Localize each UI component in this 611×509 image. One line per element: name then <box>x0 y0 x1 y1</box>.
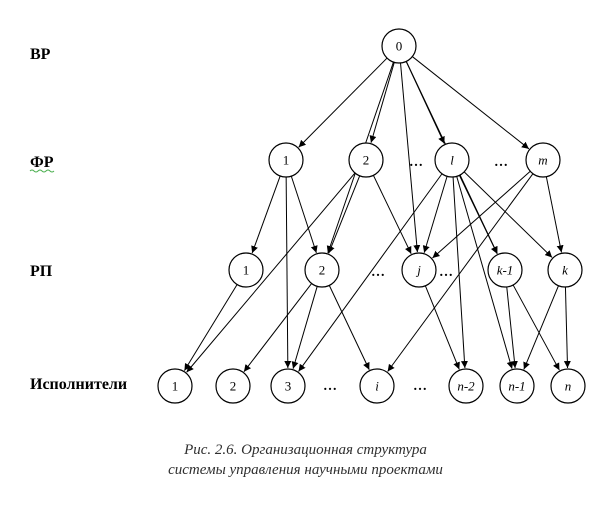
edge-fr_m-to-rp_k <box>545 176 564 253</box>
node-rp_1: 1 <box>228 252 264 288</box>
node-label-ex_3: 3 <box>285 379 292 394</box>
node-label-ex_2: 2 <box>230 379 237 394</box>
edge-rp_k1-to-ex_n1 <box>506 286 518 369</box>
edge-fr_m-to-ex_i <box>387 173 534 372</box>
edge-vr_0-to-fr_1 <box>298 57 388 148</box>
edge-fr_l-to-ex_n1 <box>456 176 514 369</box>
node-label-ex_1: 1 <box>172 379 179 394</box>
node-label-fr_m: m <box>538 153 547 168</box>
node-circle-rp_j <box>401 252 437 288</box>
node-label-rp_k: k <box>562 263 568 278</box>
node-rp_k: k <box>547 252 583 288</box>
ellipsis-fr-2: … <box>494 155 508 170</box>
edge-vr_0-to-rp_j <box>400 62 421 253</box>
node-label-rp_2: 2 <box>319 263 326 278</box>
node-ex_i: i <box>359 368 395 404</box>
edge-rp_k-to-ex_n1 <box>523 285 559 370</box>
ellipsis-rp-2: … <box>439 265 453 280</box>
node-rp_j: j <box>401 252 437 288</box>
node-fr_l: l <box>434 142 470 178</box>
edge-rp_k-to-ex_n <box>563 286 571 369</box>
node-ex_n: n <box>550 368 586 404</box>
node-rp_2: 2 <box>304 252 340 288</box>
edge-rp_j-to-ex_n2 <box>424 285 460 370</box>
edge-fr_l-to-rp_k <box>463 171 553 258</box>
edge-rp_2-to-ex_i <box>328 285 370 370</box>
edge-fr_l-to-rp_k1 <box>458 175 498 255</box>
node-fr_2: 2 <box>348 142 384 178</box>
edge-fr_l-to-rp_j <box>422 176 448 253</box>
node-circle-fr_l <box>434 142 470 178</box>
figure-caption-line-1: Рис. 2.6. Организационная структура <box>184 442 427 458</box>
node-circle-fr_2 <box>348 142 384 178</box>
level-label-vr: ВР <box>30 46 51 63</box>
edge-fr_2-to-rp_j <box>372 175 412 255</box>
edge-fr_l-to-ex_n2 <box>452 176 468 369</box>
edge-fr_2-to-ex_1 <box>186 172 356 373</box>
node-ex_3: 3 <box>270 368 306 404</box>
node-circle-vr_0 <box>381 28 417 64</box>
ellipsis-ex-1: … <box>323 379 337 394</box>
node-ex_n1: n-1 <box>499 368 535 404</box>
edge-fr_1-to-ex_3 <box>284 176 292 369</box>
level-label-ispolniteli: Исполнители <box>30 376 127 393</box>
node-label-ex_n: n <box>565 379 572 394</box>
edges-layer <box>183 56 571 373</box>
node-label-fr_l: l <box>450 153 454 168</box>
node-circle-ex_n2 <box>448 368 484 404</box>
node-label-ex_n2: n-2 <box>457 379 475 394</box>
edge-vr_0-to-fr_m <box>412 56 530 150</box>
node-circle-ex_2 <box>215 368 251 404</box>
node-circle-fr_1 <box>268 142 304 178</box>
figure-caption-line-2: системы управления научными проектами <box>168 462 443 478</box>
edge-fr_l-to-ex_3 <box>298 173 443 372</box>
edge-fr_m-to-rp_j <box>432 170 531 259</box>
edge-fr_1-to-rp_2 <box>290 176 318 254</box>
node-circle-ex_1 <box>157 368 193 404</box>
node-circle-rp_k <box>547 252 583 288</box>
level-label-fr: ФР <box>30 154 54 171</box>
node-circle-rp_k1 <box>487 252 523 288</box>
edge-fr_1-to-rp_1 <box>251 175 281 254</box>
node-label-rp_j: j <box>415 263 421 278</box>
edge-rp_1-to-ex_1 <box>183 284 238 371</box>
edge-rp_2-to-ex_2 <box>243 283 313 373</box>
node-ex_2: 2 <box>215 368 251 404</box>
ellipsis-ex-2: … <box>413 379 427 394</box>
node-label-vr_0: 0 <box>396 39 403 54</box>
node-fr_m: m <box>525 142 561 178</box>
edge-vr_0-to-fr_2 <box>369 62 395 143</box>
node-circle-ex_3 <box>270 368 306 404</box>
node-fr_1: 1 <box>268 142 304 178</box>
level-label-rp: РП <box>30 263 53 280</box>
node-rp_k1: k-1 <box>487 252 523 288</box>
node-label-fr_1: 1 <box>283 153 290 168</box>
node-label-ex_i: i <box>375 379 379 394</box>
node-circle-ex_i <box>359 368 395 404</box>
node-label-rp_k1: k-1 <box>497 263 514 278</box>
node-circle-fr_m <box>525 142 561 178</box>
edge-rp_2-to-ex_3 <box>291 286 318 369</box>
node-circle-rp_1 <box>228 252 264 288</box>
spellcheck-underline <box>29 169 55 173</box>
node-circle-rp_2 <box>304 252 340 288</box>
ellipsis-rp-1: … <box>371 265 385 280</box>
node-label-rp_1: 1 <box>243 263 250 278</box>
edge-fr_2-to-rp_2 <box>328 175 361 254</box>
node-circle-ex_n1 <box>499 368 535 404</box>
node-ex_1: 1 <box>157 368 193 404</box>
nodes-layer: 0 1 2 l m 1 2 j k-1 k 1 2 3 i n-2 n-1 n <box>157 28 586 404</box>
edge-rp_k1-to-ex_n <box>512 284 560 371</box>
node-vr_0: 0 <box>381 28 417 64</box>
node-circle-ex_n <box>550 368 586 404</box>
ellipsis-fr-1: … <box>409 155 423 170</box>
node-ex_n2: n-2 <box>448 368 484 404</box>
node-label-ex_n1: n-1 <box>508 379 525 394</box>
node-label-fr_2: 2 <box>363 153 370 168</box>
